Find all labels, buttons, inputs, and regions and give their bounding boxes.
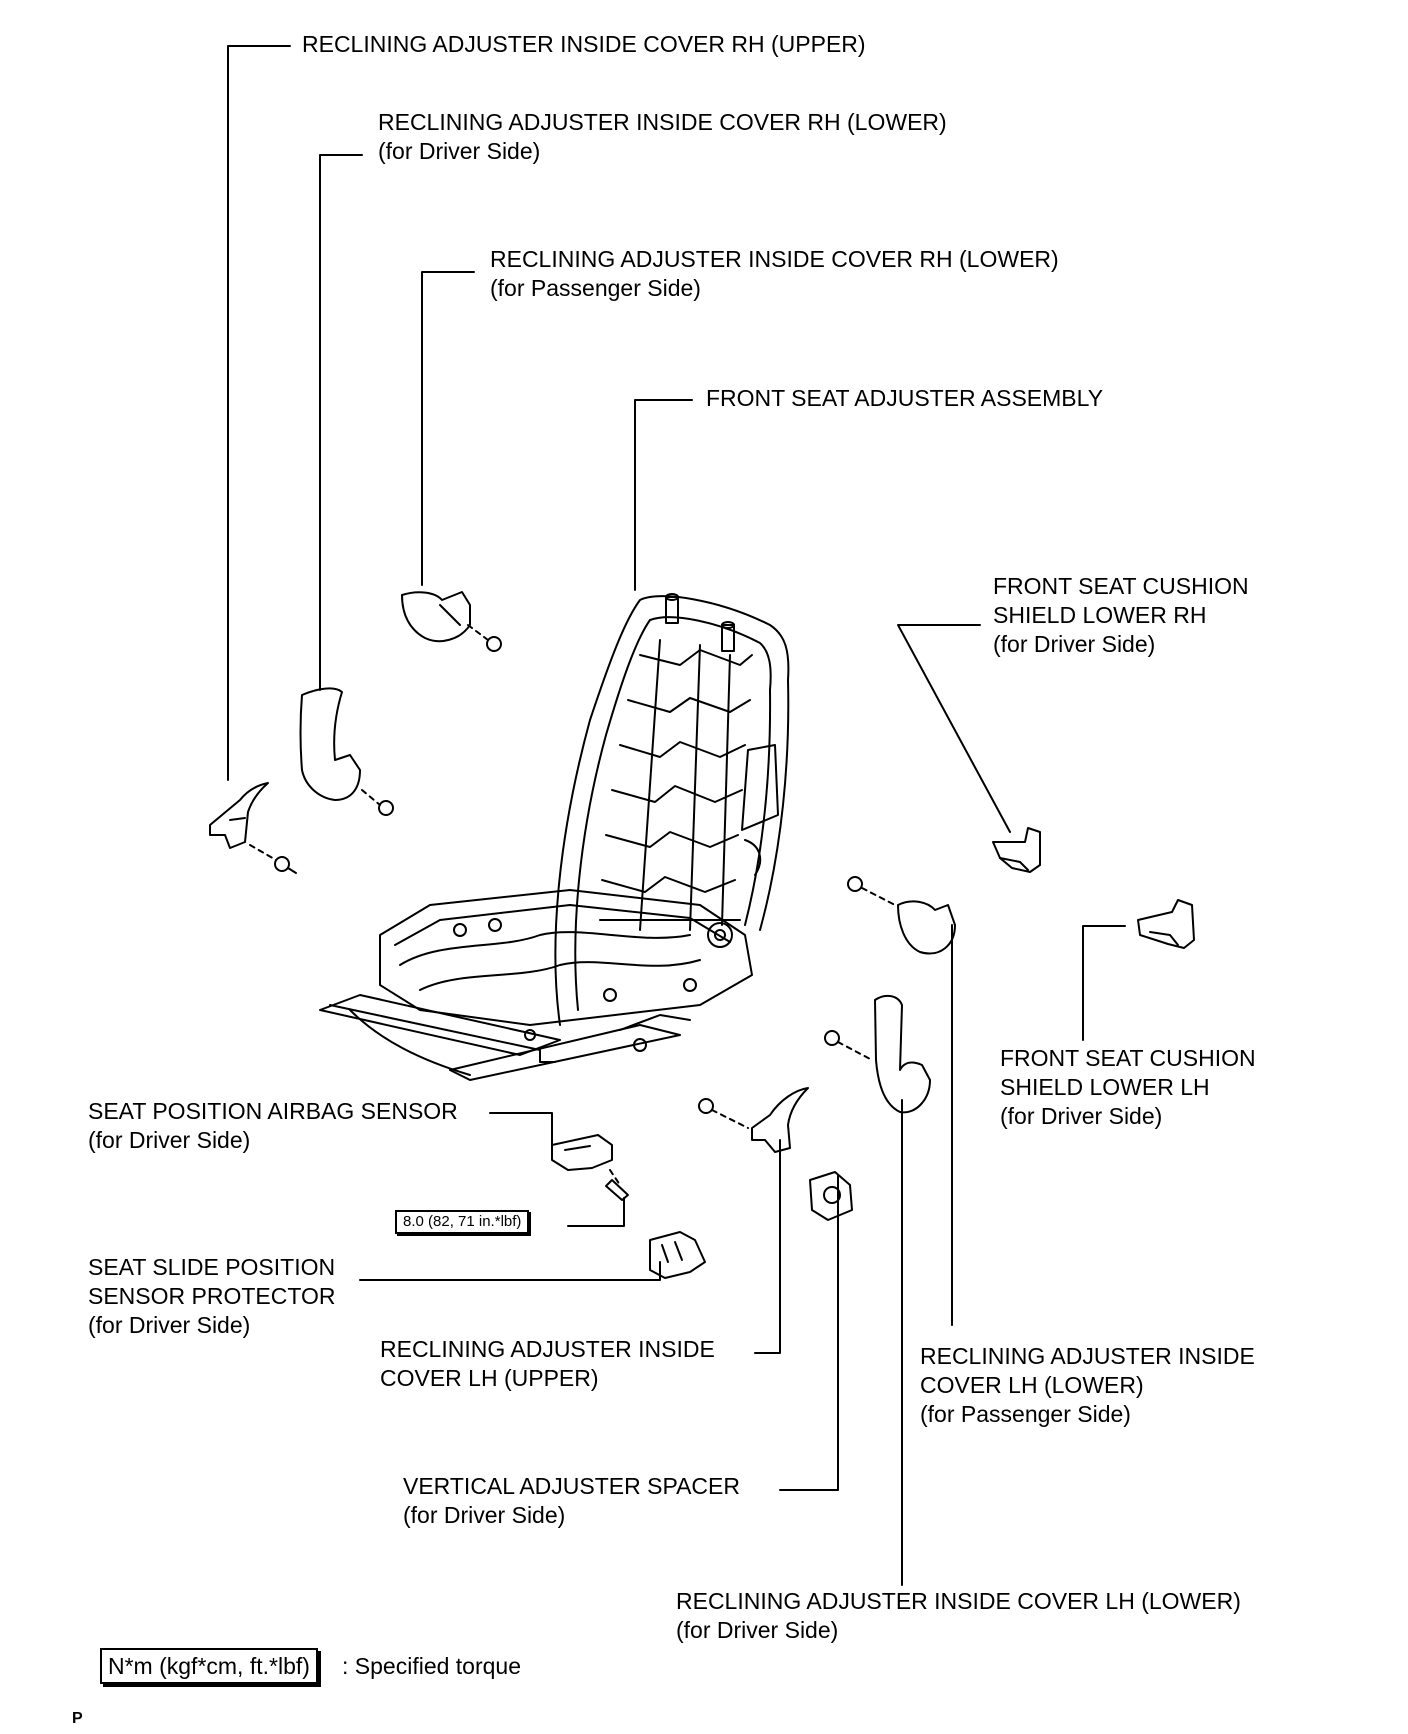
recl-lh-lower-passenger-drawing [847,876,956,955]
label-line: FRONT SEAT CUSHION [1000,1045,1256,1071]
label-line: VERTICAL ADJUSTER SPACER [403,1473,740,1499]
torque-spec-box: 8.0 (82, 71 in.*lbf) [395,1210,530,1234]
cushion-shield-rh-drawing [992,827,1041,873]
label-seat-position-sensor: SEAT POSITION AIRBAG SENSOR (for Driver … [88,1097,458,1155]
recl-lh-lower-driver-drawing [824,994,931,1114]
label-line: RECLINING ADJUSTER INSIDE COVER RH (LOWE… [378,109,947,135]
label-seat-slide-protector: SEAT SLIDE POSITION SENSOR PROTECTOR (fo… [88,1253,336,1340]
label-line: RECLINING ADJUSTER INSIDE COVER RH (UPPE… [302,31,866,57]
label-cushion-shield-lh: FRONT SEAT CUSHION SHIELD LOWER LH (for … [1000,1044,1256,1131]
label-line: RECLINING ADJUSTER INSIDE COVER RH (LOWE… [490,246,1059,272]
label-line: RECLINING ADJUSTER INSIDE COVER LH (LOWE… [676,1588,1241,1614]
label-recl-lh-lower-driver: RECLINING ADJUSTER INSIDE COVER LH (LOWE… [676,1587,1241,1645]
label-line: COVER LH (UPPER) [380,1365,599,1391]
label-cushion-shield-rh: FRONT SEAT CUSHION SHIELD LOWER RH (for … [993,572,1249,659]
seat-position-sensor-drawing [551,1134,629,1201]
torque-value: 8.0 (82, 71 in.*lbf) [403,1213,522,1230]
label-line: SHIELD LOWER RH [993,602,1207,628]
seat-slide-protector-drawing [649,1231,706,1279]
recl-rh-lower-passenger-drawing [401,591,502,652]
label-line: (for Passenger Side) [490,275,701,301]
label-line: (for Driver Side) [403,1502,566,1528]
label-line: (for Passenger Side) [920,1401,1131,1427]
label-line: RECLINING ADJUSTER INSIDE [380,1336,715,1362]
torque-legend-text: : Specified torque [342,1650,521,1682]
recl-rh-upper-drawing [209,782,297,874]
label-vertical-spacer: VERTICAL ADJUSTER SPACER (for Driver Sid… [403,1472,740,1530]
label-line: (for Driver Side) [676,1617,839,1643]
cushion-shield-lh-drawing [1137,899,1195,949]
label-line: (for Driver Side) [88,1312,251,1338]
label-recl-rh-lower-driver: RECLINING ADJUSTER INSIDE COVER RH (LOWE… [378,108,947,166]
torque-legend-box: N*m (kgf*cm, ft.*lbf) [100,1648,318,1684]
label-line: SEAT SLIDE POSITION [88,1254,336,1280]
label-line: SENSOR PROTECTOR [88,1283,336,1309]
label-recl-lh-lower-passenger: RECLINING ADJUSTER INSIDE COVER LH (LOWE… [920,1342,1255,1429]
label-recl-lh-upper: RECLINING ADJUSTER INSIDE COVER LH (UPPE… [380,1335,715,1393]
vertical-spacer-drawing [809,1171,853,1221]
label-line: (for Driver Side) [1000,1103,1163,1129]
recl-lh-upper-drawing [698,1087,809,1153]
label-front-seat-adjuster: FRONT SEAT ADJUSTER ASSEMBLY [706,384,1103,413]
recl-rh-lower-driver-drawing [299,687,394,816]
label-line: (for Driver Side) [993,631,1156,657]
legend-box-text: N*m (kgf*cm, ft.*lbf) [108,1653,310,1679]
label-line: FRONT SEAT ADJUSTER ASSEMBLY [706,385,1104,411]
legend-description: : Specified torque [342,1653,522,1679]
leader-lines [227,45,1126,1586]
label-line: RECLINING ADJUSTER INSIDE [920,1343,1255,1369]
label-line: COVER LH (LOWER) [920,1372,1144,1398]
label-recl-rh-upper: RECLINING ADJUSTER INSIDE COVER RH (UPPE… [302,30,866,59]
label-line: (for Driver Side) [378,138,541,164]
front-seat-adjuster-drawing [319,593,790,1081]
label-line: (for Driver Side) [88,1127,251,1153]
page-code: P [72,1710,83,1727]
label-line: SHIELD LOWER LH [1000,1074,1210,1100]
label-recl-rh-lower-passenger: RECLINING ADJUSTER INSIDE COVER RH (LOWE… [490,245,1059,303]
label-line: SEAT POSITION AIRBAG SENSOR [88,1098,458,1124]
label-line: FRONT SEAT CUSHION [993,573,1249,599]
